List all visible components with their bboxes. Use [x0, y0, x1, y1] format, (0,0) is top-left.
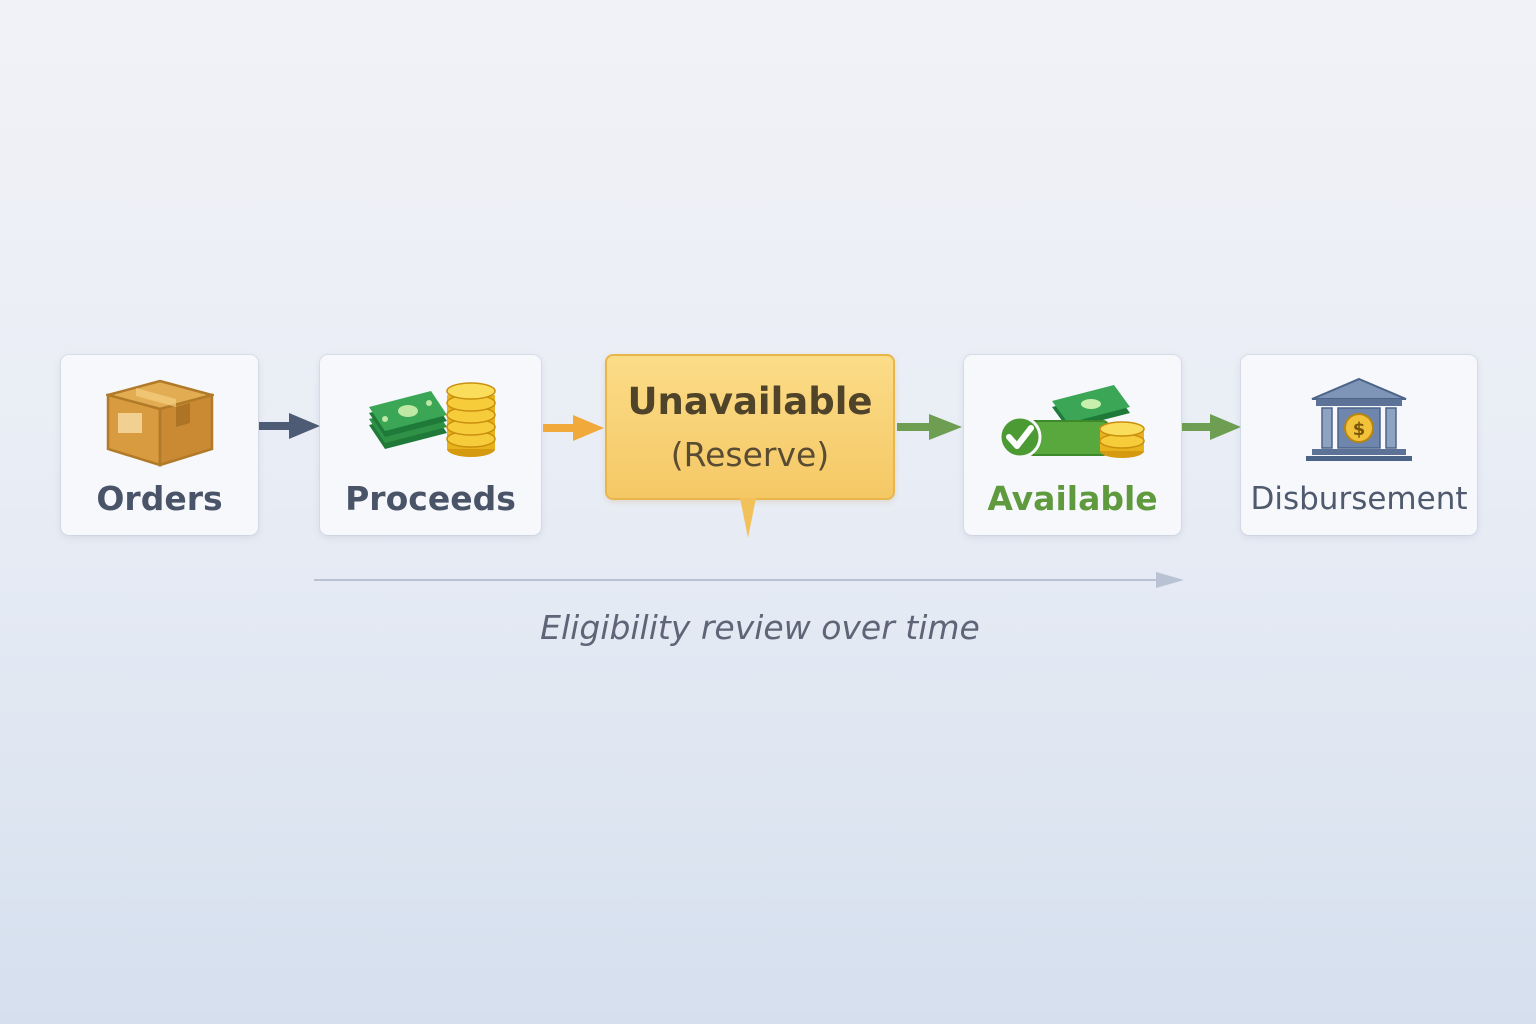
step-label-proceeds: Proceeds: [345, 479, 516, 518]
timeline-caption: Eligibility review over time: [540, 608, 980, 647]
bank-building-icon: $: [1241, 375, 1477, 463]
timeline-arrow: [314, 572, 1184, 588]
reserve-title: Unavailable: [627, 380, 873, 423]
arrow-right-icon: [259, 413, 320, 439]
step-label-available: Available: [987, 479, 1158, 518]
package-box-icon: [61, 377, 258, 469]
arrow-right-icon: [1182, 414, 1241, 440]
reserve-callout: Unavailable (Reserve): [605, 354, 895, 500]
arrow-right-icon: [543, 415, 604, 441]
cash-and-coins-icon: [320, 377, 541, 457]
arrow-right-icon: [897, 414, 962, 440]
cash-checkmark-icon: [964, 377, 1181, 459]
step-card-orders: Orders: [61, 355, 258, 535]
step-card-disbursement: $ Disbursement: [1241, 355, 1477, 535]
step-label-orders: Orders: [96, 479, 223, 518]
step-label-disbursement: Disbursement: [1250, 481, 1468, 517]
svg-text:$: $: [1353, 419, 1366, 440]
step-card-available: Available: [964, 355, 1181, 535]
callout-pointer: [740, 498, 756, 538]
reserve-subtitle: (Reserve): [670, 435, 830, 474]
step-card-proceeds: Proceeds: [320, 355, 541, 535]
